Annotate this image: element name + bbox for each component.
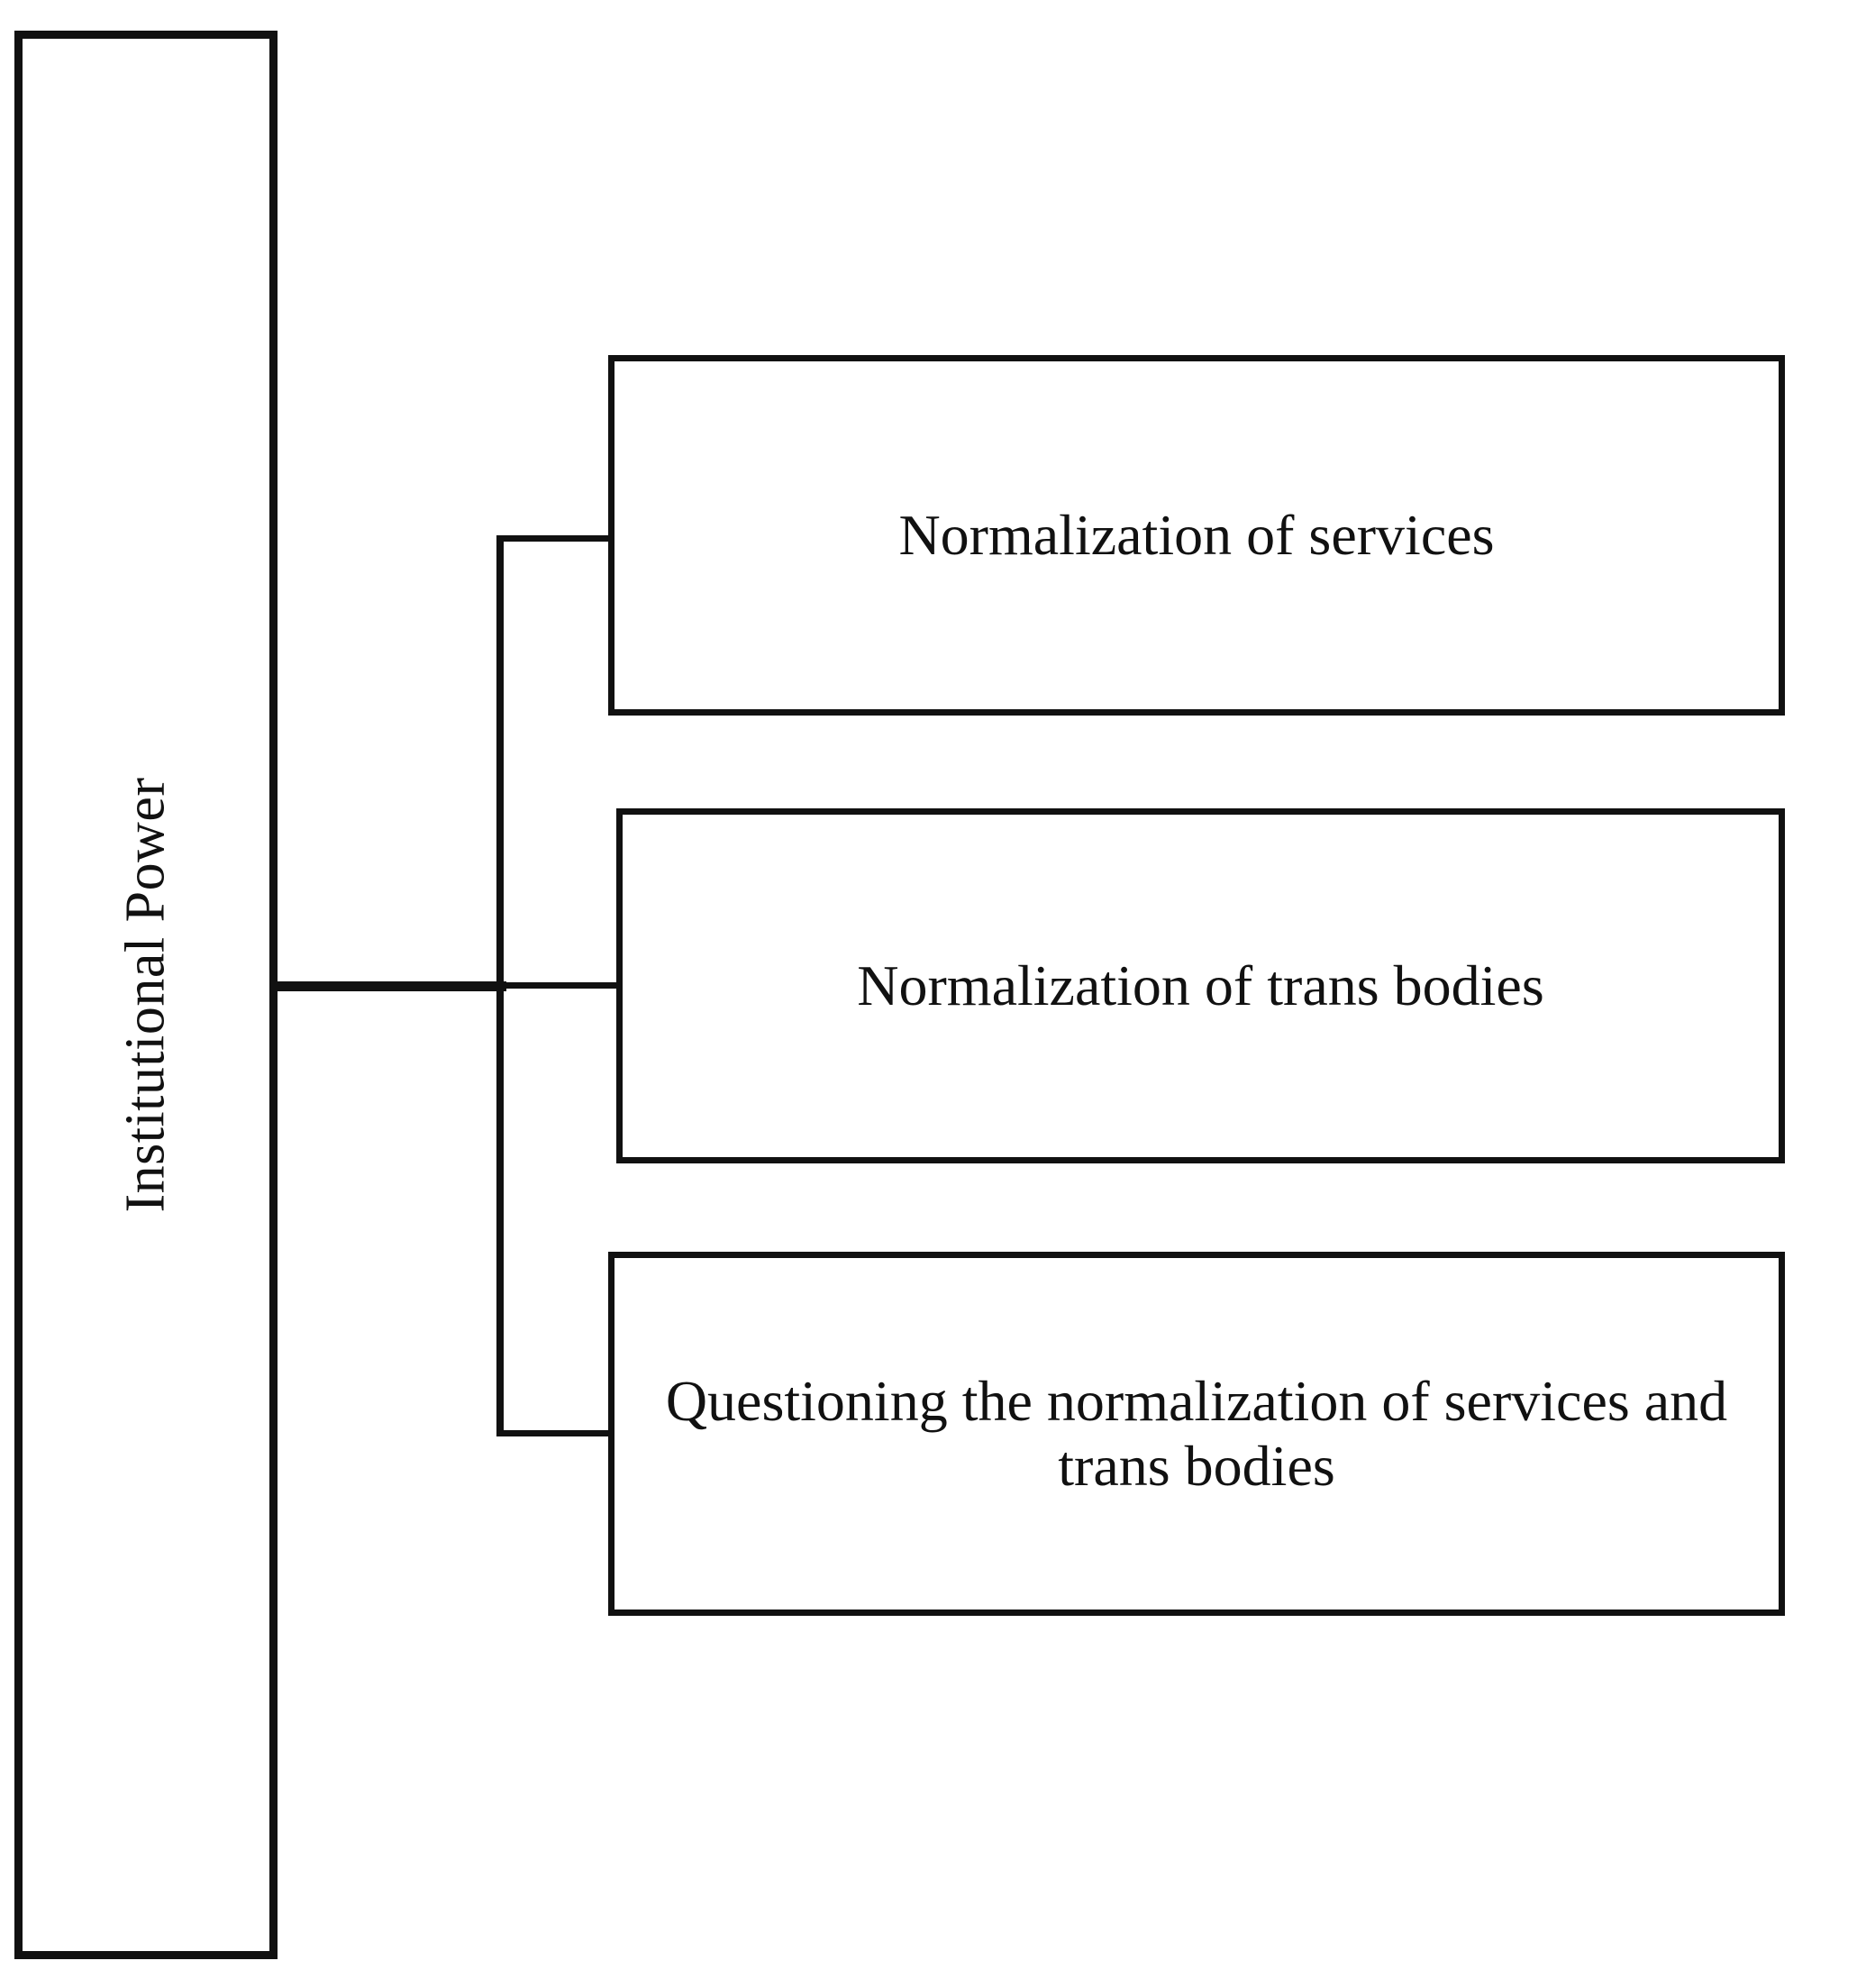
connector-branch-to-box-1	[496, 535, 614, 542]
connector-trunk-horizontal	[270, 981, 506, 991]
node-normalization-of-trans-bodies: Normalization of trans bodies	[616, 808, 1785, 1163]
node-questioning-the-normalization: Questioning the normalization of service…	[608, 1252, 1785, 1616]
connector-branch-to-box-2	[496, 982, 623, 989]
node-institutional-power-label: Institutional Power	[115, 777, 178, 1213]
node-questioning-the-normalization-label: Questioning the normalization of service…	[665, 1369, 1728, 1498]
node-normalization-of-trans-bodies-label: Normalization of trans bodies	[857, 953, 1544, 1018]
connector-branch-to-box-3	[496, 1430, 614, 1436]
node-normalization-of-services: Normalization of services	[608, 355, 1785, 716]
node-normalization-of-services-label: Normalization of services	[898, 503, 1495, 568]
node-institutional-power: Institutional Power	[14, 31, 278, 1959]
